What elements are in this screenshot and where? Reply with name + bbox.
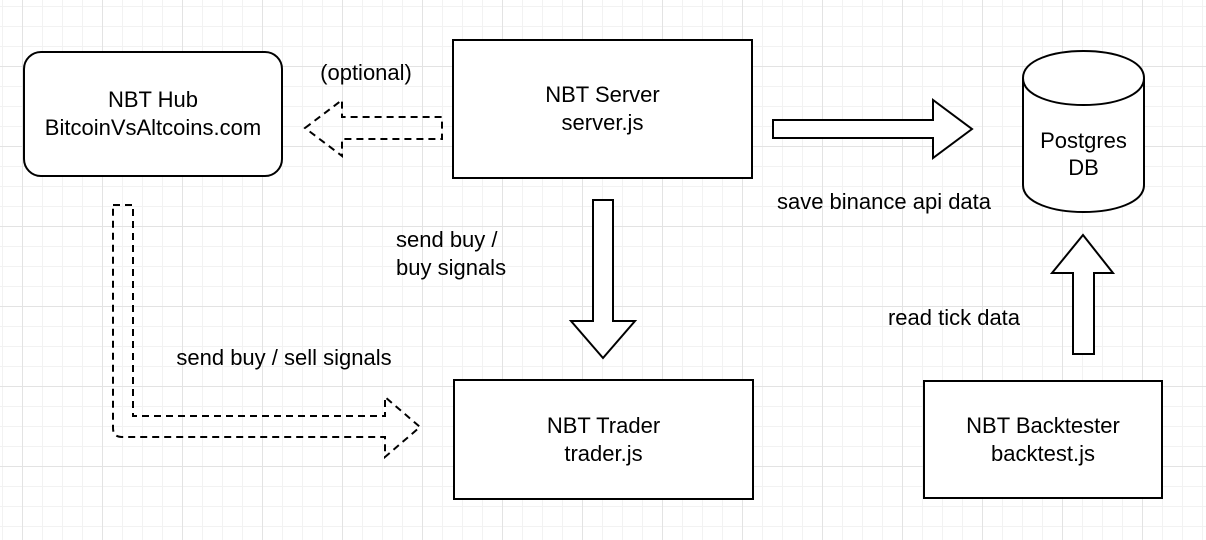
arrow-backtester-to-postgres[interactable]: [1049, 233, 1116, 355]
node-nbt-trader-title: NBT Trader: [546, 412, 661, 438]
cylinder-body[interactable]: [1022, 50, 1145, 213]
edge-label-optional: (optional): [320, 60, 412, 85]
node-nbt-hub-subtitle: BitcoinVsAltcoins.com: [44, 115, 262, 140]
node-nbt-trader-subtitle: trader.js: [564, 440, 643, 466]
edge-label-save-binance-api-data: save binance api data: [776, 189, 992, 214]
edge-label-send-buy-sell-signals: send buy / sell signals: [176, 345, 392, 370]
node-nbt-hub-title: NBT Hub: [107, 87, 199, 112]
edge-label-send-buy-buy-signals: send buy / buy signals: [396, 226, 566, 282]
node-postgres-db-title: Postgres: [1040, 128, 1127, 153]
dashed-arrow-server-to-hub[interactable]: [303, 97, 443, 159]
postgres-db-shape[interactable]: [1022, 50, 1145, 213]
edge-label-send-buy-buy-signals-line2: buy signals: [396, 255, 507, 280]
cylinder-top-rim: [1022, 77, 1145, 106]
arrow-server-to-postgres[interactable]: [772, 98, 974, 160]
node-nbt-backtester[interactable]: NBT Backtester backtest.js: [923, 380, 1163, 499]
edge-label-read-tick-data: read tick data: [887, 305, 1021, 330]
node-nbt-trader[interactable]: NBT Trader trader.js: [453, 379, 754, 500]
node-postgres-db-label[interactable]: Postgres DB: [1023, 127, 1144, 181]
dashed-arrow-hub-to-trader[interactable]: [112, 204, 422, 460]
node-nbt-backtester-subtitle: backtest.js: [991, 440, 1095, 466]
edge-label-send-buy-buy-signals-line1: send buy /: [396, 227, 498, 252]
arrow-server-to-trader[interactable]: [568, 199, 638, 360]
node-nbt-server[interactable]: NBT Server server.js: [452, 39, 753, 179]
node-nbt-server-title: NBT Server: [545, 82, 660, 107]
node-nbt-hub[interactable]: NBT Hub BitcoinVsAltcoins.com: [23, 51, 283, 177]
node-nbt-backtester-title: NBT Backtester: [966, 412, 1120, 438]
node-nbt-server-subtitle: server.js: [561, 110, 644, 135]
node-postgres-db-subtitle: DB: [1068, 155, 1099, 180]
